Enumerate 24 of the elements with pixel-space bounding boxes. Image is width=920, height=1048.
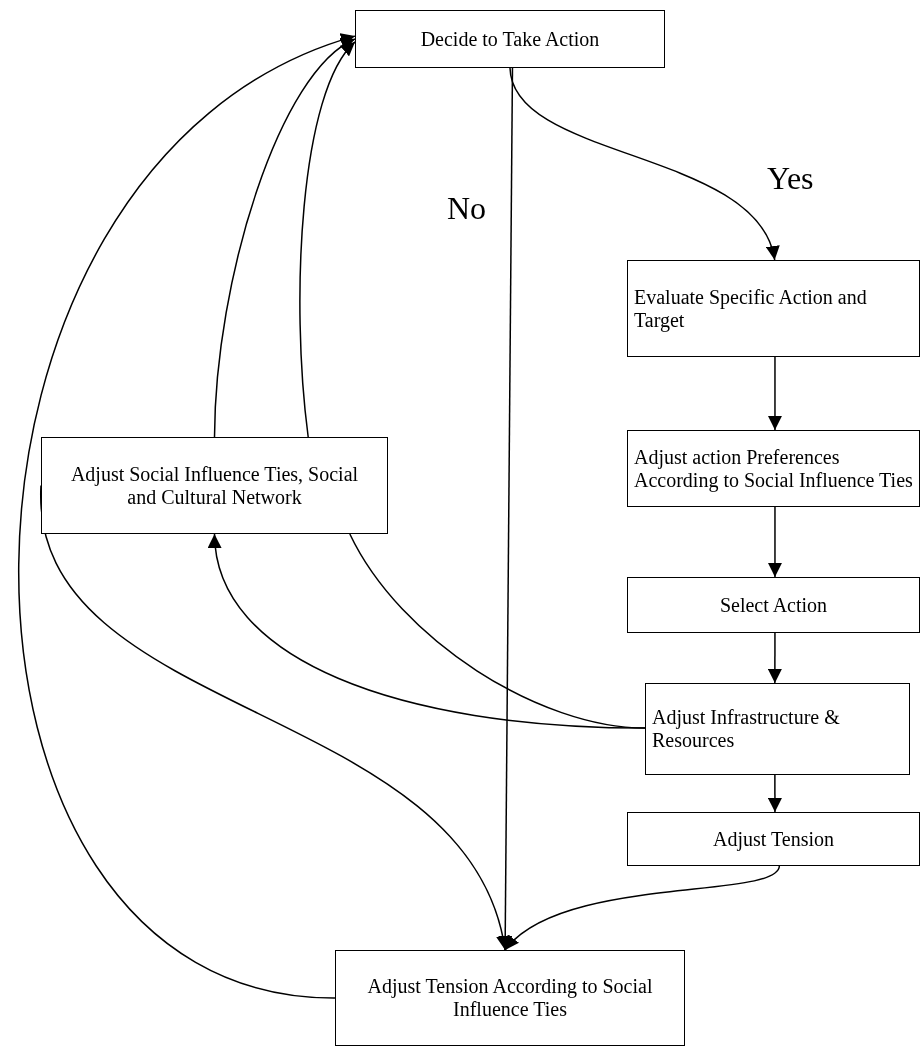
process-box [335, 950, 685, 1046]
arrow [767, 506, 782, 578]
process-box [627, 430, 920, 507]
box-text: Adjust Tension According to Social Influence Ties [366, 975, 654, 1021]
arrow [767, 774, 782, 813]
arrow [767, 632, 782, 684]
process-box [627, 812, 920, 866]
process-box [355, 10, 665, 68]
process-box [645, 683, 910, 775]
process-box [41, 437, 388, 534]
arrow [509, 67, 777, 261]
process-box [627, 260, 920, 357]
box-text: Adjust Infrastructure & Resources [652, 706, 841, 752]
box-text: Adjust action Preferences According to Social Influence Ties [634, 445, 913, 492]
arrow [504, 865, 781, 951]
arrow [213, 38, 356, 438]
process-box [627, 577, 920, 633]
box-text: Evaluate Specific Action and Target [634, 285, 868, 332]
box-text: Adjust Tension [712, 827, 835, 851]
box-text: Select Action [718, 593, 829, 617]
box-text: Adjust Social Influence Ties, Social and Cultural Network [69, 462, 360, 509]
arrow [767, 356, 782, 431]
arrow [299, 41, 356, 438]
box-text: Decide to Take Action [419, 27, 601, 51]
